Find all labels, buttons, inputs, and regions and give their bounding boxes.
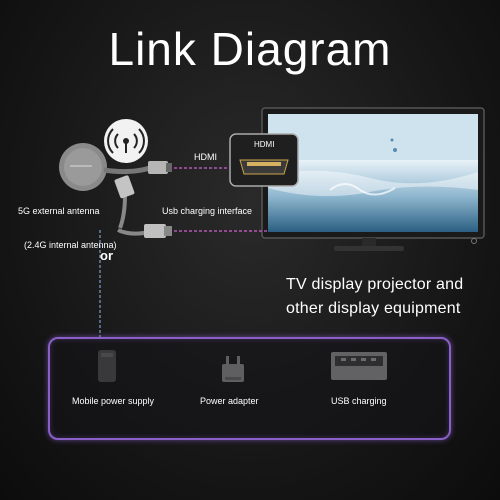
usb-interface-label: Usb charging interface [162,206,253,216]
antenna-5g-label: 5G external antenna [18,206,100,216]
page-title: Link Diagram [108,23,392,75]
power-option-adapter: Power adapter [200,396,259,406]
power-options-panel [48,337,451,440]
tv-icon [261,107,485,251]
tv-caption-line2: other display equipment [286,300,461,317]
hdmi-port-icon [229,133,299,187]
dongle-icon [59,143,172,191]
hdmi-port-label: HDMI [254,140,275,149]
power-option-usb: USB charging [331,396,387,406]
wireless-signal-icon [104,119,148,163]
power-option-mobile: Mobile power supply [72,396,155,406]
antenna-24g-label: (2.4G internal antenna) [24,240,117,250]
tv-caption-line1: TV display projector and [286,276,464,293]
or-label: or [100,248,113,263]
usb-cable-icon [114,175,172,238]
hdmi-label: HDMI [194,152,217,162]
